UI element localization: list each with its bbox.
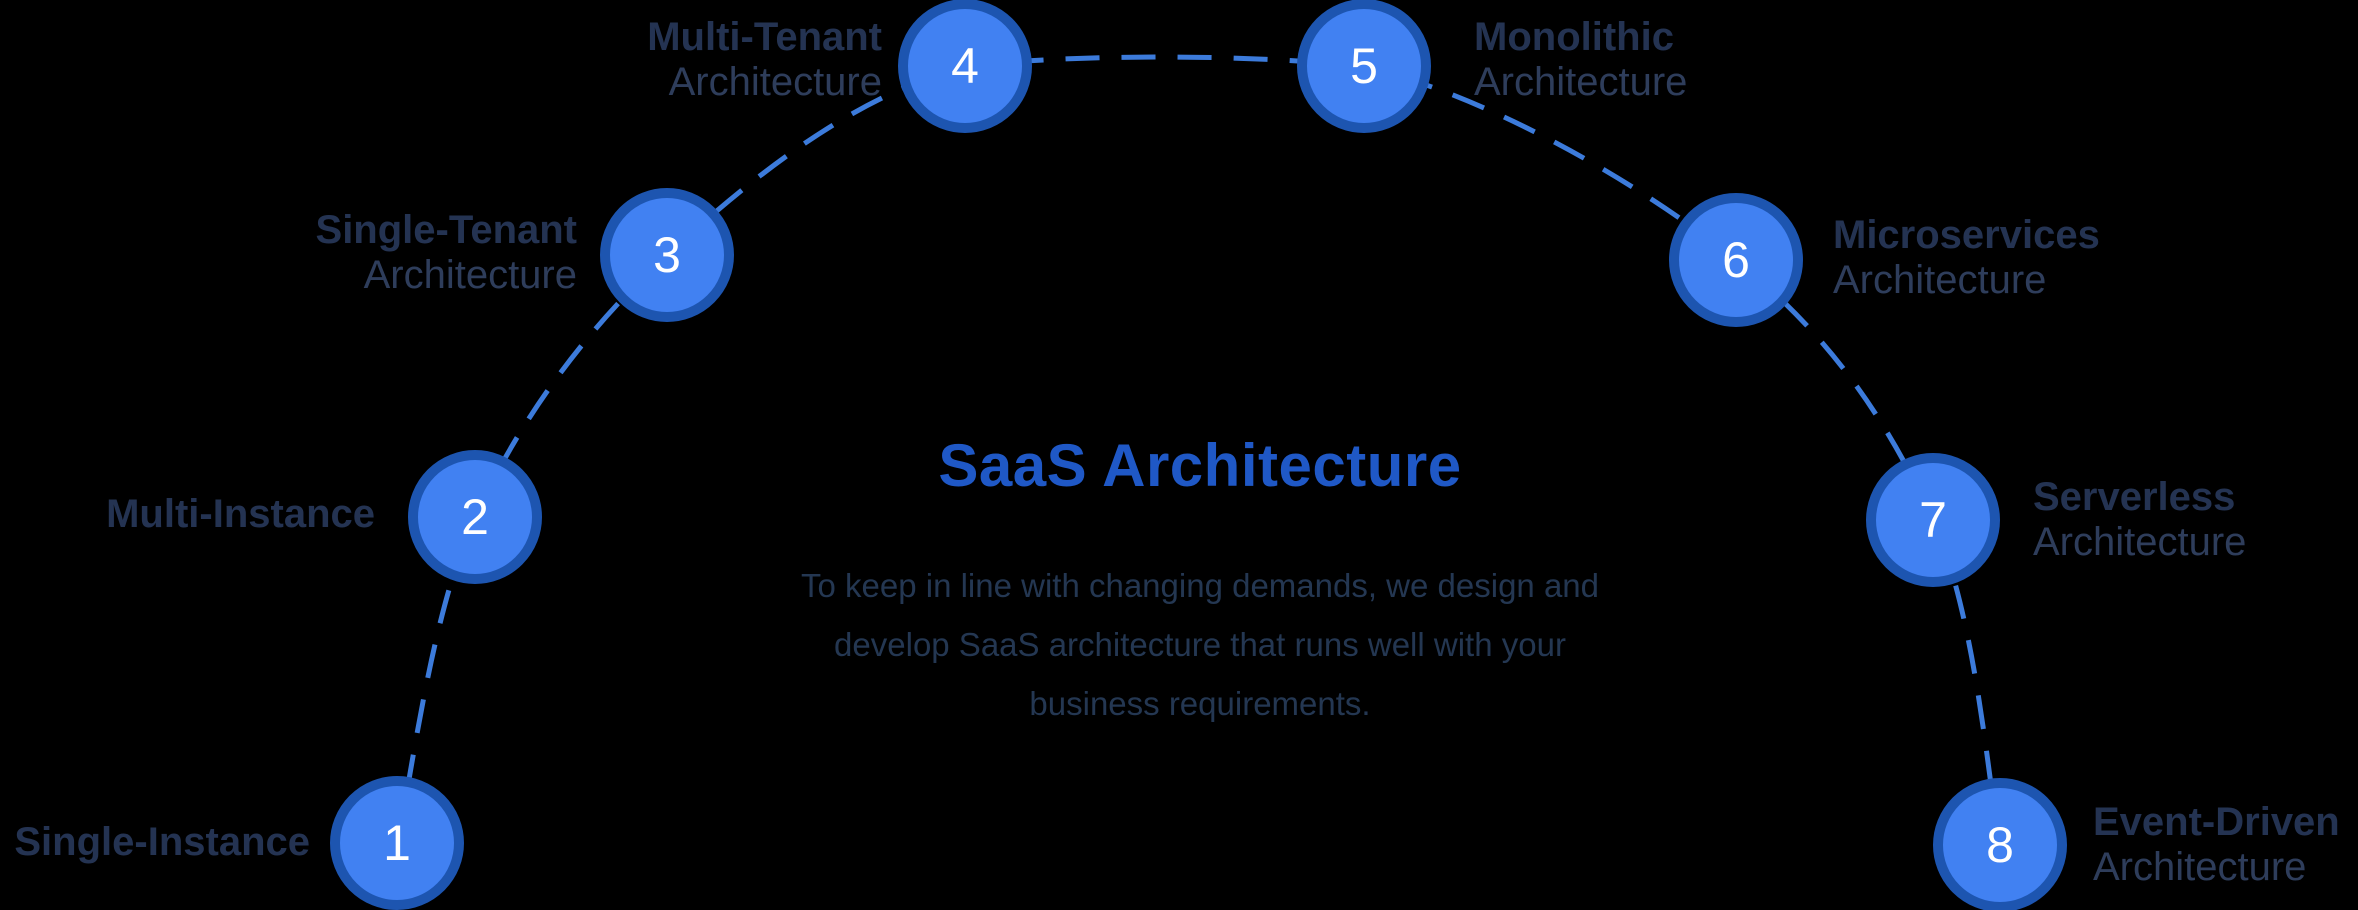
step-label-title: Event-Driven [2093, 800, 2340, 844]
step-number-6: 6 [1722, 232, 1750, 288]
step-circle-8: 8 [1933, 778, 2067, 910]
step-label-multi-instance: Multi-Instance [106, 492, 375, 537]
step-label-subtitle: Architecture [1833, 258, 2047, 302]
step-circle-6: 6 [1669, 193, 1803, 327]
step-label-title: Multi-Tenant [647, 15, 882, 59]
step-number-3: 3 [653, 227, 681, 283]
description-line-2: develop SaaS architecture that runs well… [834, 626, 1566, 663]
step-label-title: Monolithic [1474, 15, 1674, 59]
step-number-2: 2 [461, 489, 489, 545]
step-label-subtitle: Architecture [2033, 520, 2247, 564]
step-label-title: Single-Tenant [315, 208, 577, 252]
step-label-multi-tenant: Multi-Tenant Architecture [647, 15, 882, 105]
step-number-7: 7 [1919, 492, 1947, 548]
step-label-title: Microservices [1833, 213, 2100, 257]
step-circle-4: 4 [898, 0, 1032, 133]
step-circle-2: 2 [408, 450, 542, 584]
step-label-monolithic: Monolithic Architecture [1474, 15, 1687, 105]
step-label-subtitle: Architecture [363, 253, 577, 297]
step-number-1: 1 [383, 815, 411, 871]
step-number-8: 8 [1986, 817, 2014, 873]
step-number-5: 5 [1350, 38, 1378, 94]
step-label-single-tenant: Single-Tenant Architecture [316, 208, 577, 298]
step-circle-5: 5 [1297, 0, 1431, 133]
step-label-title: Single-Instance [14, 820, 310, 864]
step-label-subtitle: Architecture [2093, 845, 2307, 889]
diagram-title: SaaS Architecture [938, 432, 1462, 499]
diagram-description: To keep in line with changing demands, w… [700, 556, 1700, 733]
step-label-subtitle: Architecture [1474, 60, 1688, 104]
step-label-title: Serverless [2033, 475, 2236, 519]
connector-arc-path [394, 54, 2003, 846]
step-circle-7: 7 [1866, 453, 2000, 587]
description-line-1: To keep in line with changing demands, w… [800, 567, 1600, 604]
step-label-title: Multi-Instance [106, 492, 375, 536]
step-circle-3: 3 [600, 188, 734, 322]
step-number-4: 4 [951, 38, 979, 94]
center-text-block: SaaS Architecture To keep in line with c… [700, 434, 1700, 733]
step-label-serverless: Serverless Architecture [2033, 475, 2246, 565]
step-circle-1: 1 [330, 776, 464, 910]
step-label-subtitle: Architecture [668, 60, 882, 104]
step-label-microservices: Microservices Architecture [1833, 213, 2100, 303]
description-line-3: business requirements. [1029, 685, 1371, 722]
step-label-event-driven: Event-Driven Architecture [2093, 800, 2340, 890]
step-label-single-instance: Single-Instance [14, 820, 310, 865]
